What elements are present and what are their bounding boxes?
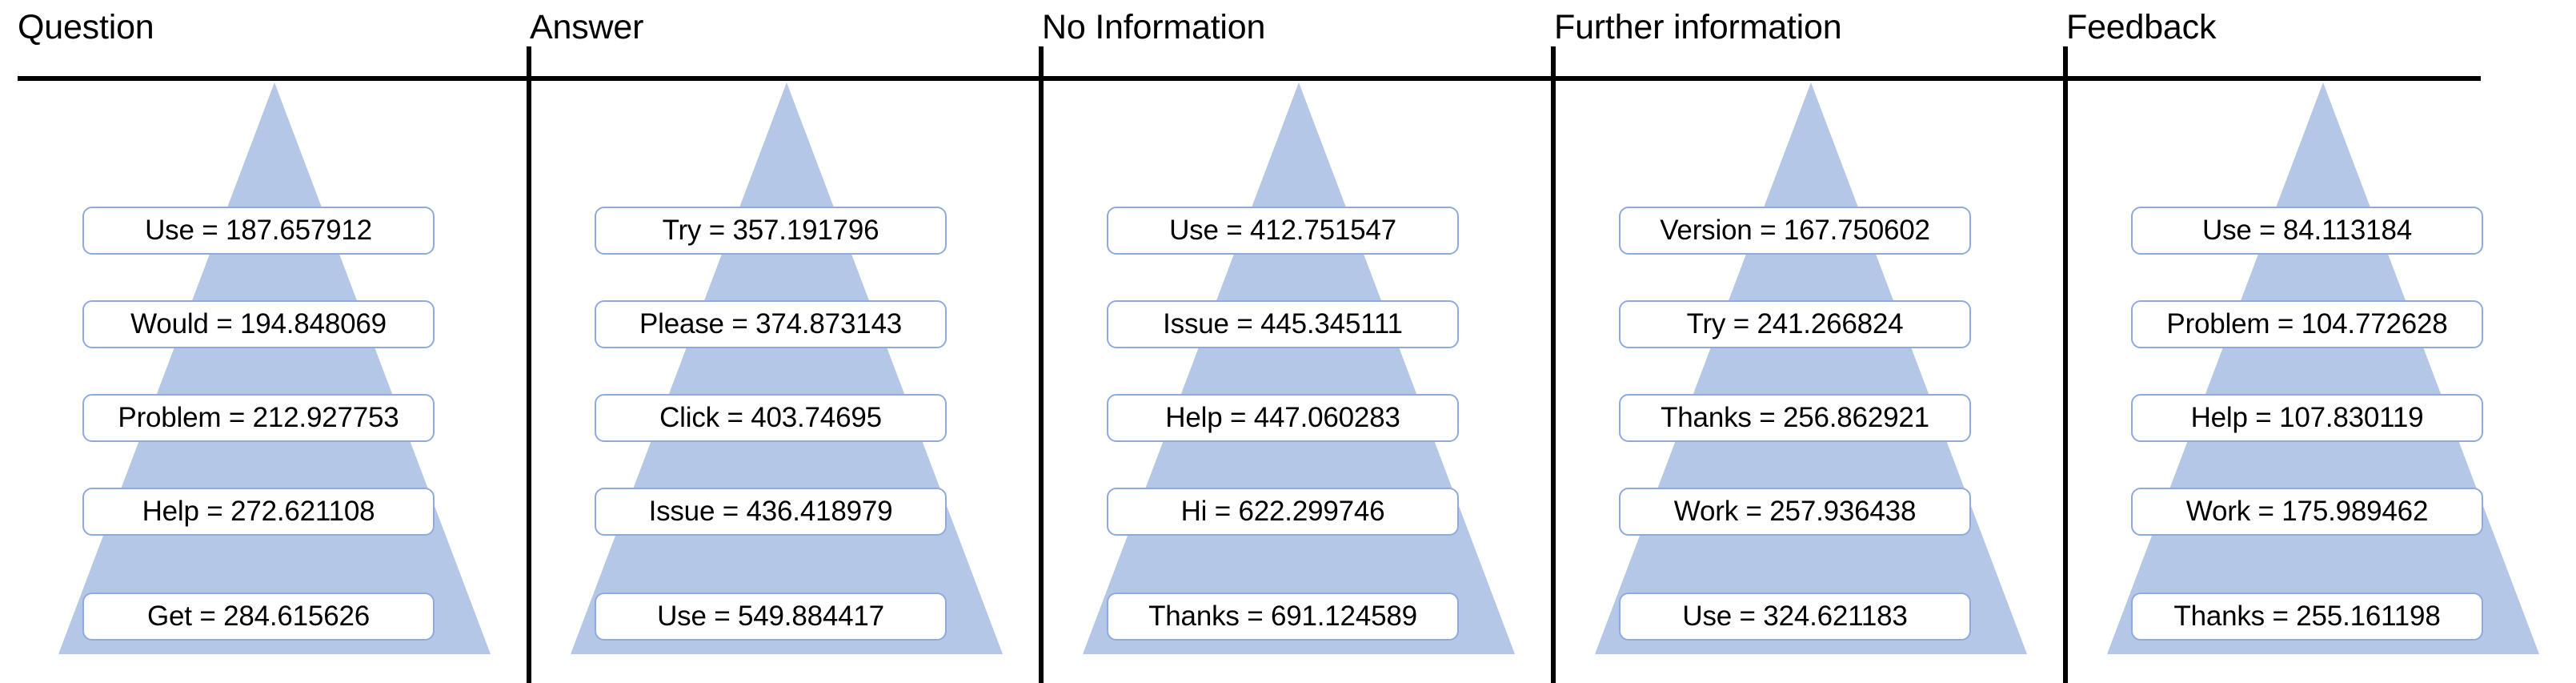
column-title: Question	[18, 8, 154, 46]
pyramid-shape	[1536, 82, 2049, 654]
term-score-label: Problem = 212.927753	[118, 402, 399, 433]
term-score-box[interactable]: Please = 374.873143	[595, 300, 947, 348]
term-score-box[interactable]: Click = 403.74695	[595, 394, 947, 442]
header-horizontal-rule	[18, 76, 2481, 81]
column-title: Answer	[530, 8, 644, 46]
term-score-label: Work = 175.989462	[2185, 496, 2429, 527]
term-score-label: Help = 272.621108	[142, 496, 375, 527]
term-score-label: Would = 194.848069	[130, 308, 387, 339]
term-score-box[interactable]: Version = 167.750602	[1619, 207, 1971, 255]
column-title: Further information	[1554, 8, 1842, 46]
term-score-label: Issue = 436.418979	[648, 496, 893, 527]
term-score-label: Hi = 622.299746	[1180, 496, 1385, 527]
term-score-box[interactable]: Try = 357.191796	[595, 207, 947, 255]
term-score-box[interactable]: Problem = 104.772628	[2131, 300, 2483, 348]
term-score-label: Use = 412.751547	[1169, 215, 1396, 246]
term-score-box[interactable]: Work = 175.989462	[2131, 488, 2483, 536]
column-divider	[1551, 46, 1556, 683]
column-divider	[527, 46, 531, 683]
term-score-box[interactable]: Thanks = 255.161198	[2131, 593, 2483, 641]
term-score-box[interactable]: Problem = 212.927753	[82, 394, 435, 442]
column-title: No Information	[1042, 8, 1266, 46]
term-score-label: Use = 549.884417	[657, 601, 884, 632]
term-score-label: Thanks = 255.161198	[2173, 601, 2441, 632]
column-divider	[2063, 46, 2068, 683]
term-score-label: Get = 284.615626	[146, 601, 370, 632]
term-score-label: Thanks = 691.124589	[1148, 601, 1417, 632]
term-score-label: Version = 167.750602	[1660, 215, 1930, 246]
term-score-box[interactable]: Use = 324.621183	[1619, 593, 1971, 641]
term-score-box[interactable]: Use = 549.884417	[595, 593, 947, 641]
term-score-label: Click = 403.74695	[659, 402, 882, 433]
term-score-box[interactable]: Thanks = 256.862921	[1619, 394, 1971, 442]
term-score-box[interactable]: Use = 84.113184	[2131, 207, 2483, 255]
term-score-label: Please = 374.873143	[639, 308, 903, 339]
term-score-label: Use = 324.621183	[1682, 601, 1908, 632]
pyramid-shape	[0, 82, 512, 654]
column-title: Feedback	[2066, 8, 2217, 46]
term-score-label: Use = 187.657912	[145, 215, 372, 246]
term-score-box[interactable]: Use = 187.657912	[82, 207, 435, 255]
term-score-box[interactable]: Try = 241.266824	[1619, 300, 1971, 348]
term-score-box[interactable]: Get = 284.615626	[82, 593, 435, 641]
term-score-box[interactable]: Thanks = 691.124589	[1107, 593, 1459, 641]
term-score-box[interactable]: Hi = 622.299746	[1107, 488, 1459, 536]
pyramid-shape	[2049, 82, 2561, 654]
term-score-label: Help = 447.060283	[1165, 402, 1400, 433]
term-score-label: Problem = 104.772628	[2166, 308, 2448, 339]
term-score-box[interactable]: Would = 194.848069	[82, 300, 435, 348]
term-score-box[interactable]: Issue = 445.345111	[1107, 300, 1459, 348]
term-score-box[interactable]: Help = 447.060283	[1107, 394, 1459, 442]
term-score-box[interactable]: Help = 107.830119	[2131, 394, 2483, 442]
term-score-box[interactable]: Use = 412.751547	[1107, 207, 1459, 255]
term-score-label: Help = 107.830119	[2190, 402, 2424, 433]
term-score-box[interactable]: Issue = 436.418979	[595, 488, 947, 536]
term-score-label: Issue = 445.345111	[1163, 308, 1403, 339]
term-score-label: Try = 357.191796	[662, 215, 879, 246]
pyramid-shape	[512, 82, 1024, 654]
term-score-label: Try = 241.266824	[1686, 308, 1904, 339]
term-score-box[interactable]: Help = 272.621108	[82, 488, 435, 536]
pyramid-shape	[1024, 82, 1536, 654]
term-score-label: Use = 84.113184	[2202, 215, 2412, 246]
term-score-box[interactable]: Work = 257.936438	[1619, 488, 1971, 536]
term-score-label: Work = 257.936438	[1673, 496, 1917, 527]
column-divider	[1039, 46, 1044, 683]
term-score-label: Thanks = 256.862921	[1661, 402, 1929, 433]
